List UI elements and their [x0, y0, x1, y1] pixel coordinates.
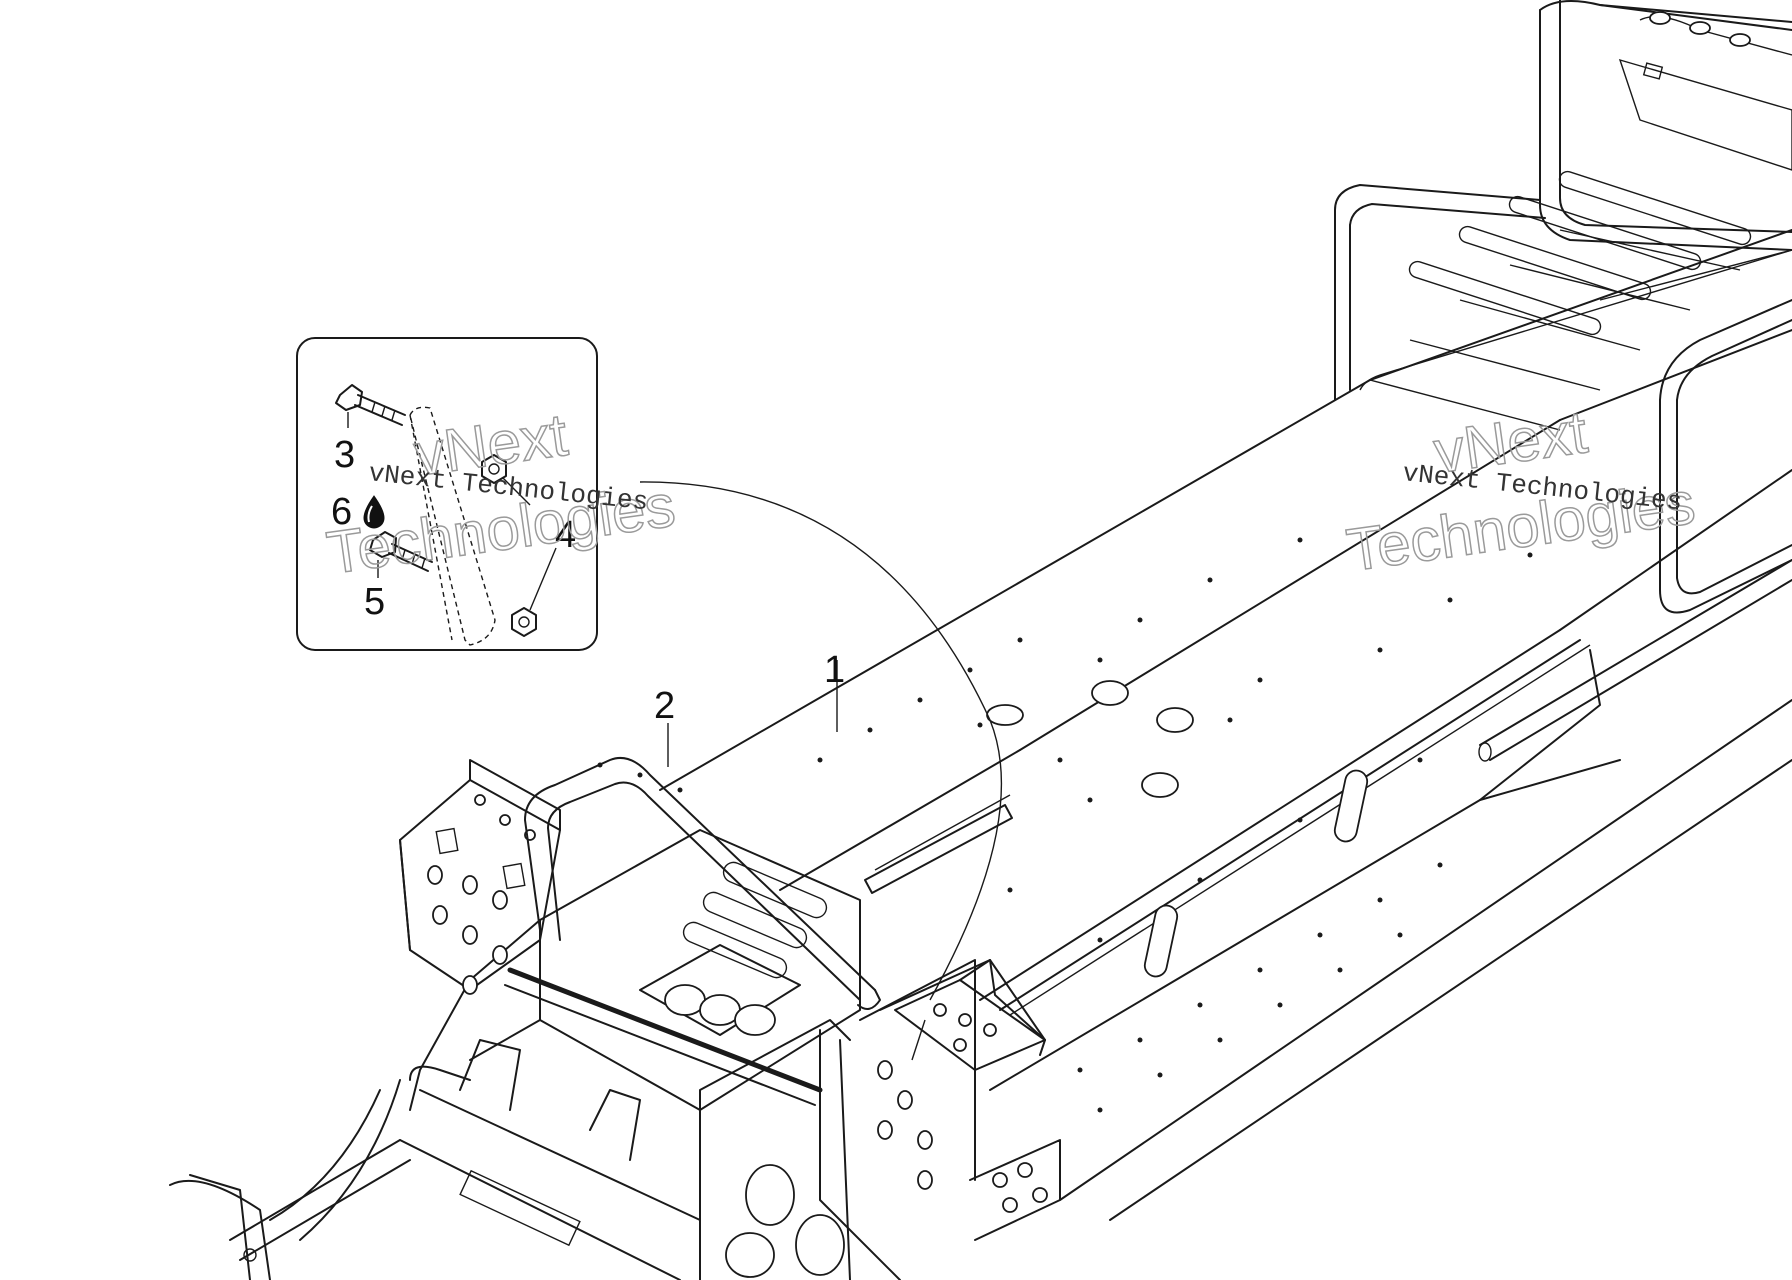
tunnel [659, 170, 1792, 1221]
callout-1: 1 [824, 649, 845, 691]
callout-3: 3 [334, 434, 355, 476]
callout-6: 6 [331, 491, 352, 533]
hardware-inset [296, 337, 598, 651]
front-arms [169, 1065, 471, 1280]
nut-upper [481, 454, 507, 484]
callout-2: 2 [654, 685, 675, 727]
bolt-5 [369, 531, 433, 572]
rear-rack [1334, 0, 1792, 614]
callout-5: 5 [364, 581, 385, 623]
rivet-dots [817, 537, 1533, 1113]
nut-lower [511, 607, 537, 637]
callout-4: 4 [555, 514, 576, 556]
grab-handle [524, 756, 881, 1010]
rear-bracket [894, 959, 1046, 1071]
bolt-3 [335, 384, 406, 426]
leader-lines [639, 481, 1003, 1061]
front-bulkhead [399, 829, 1061, 1280]
left-side-plate [399, 759, 561, 995]
